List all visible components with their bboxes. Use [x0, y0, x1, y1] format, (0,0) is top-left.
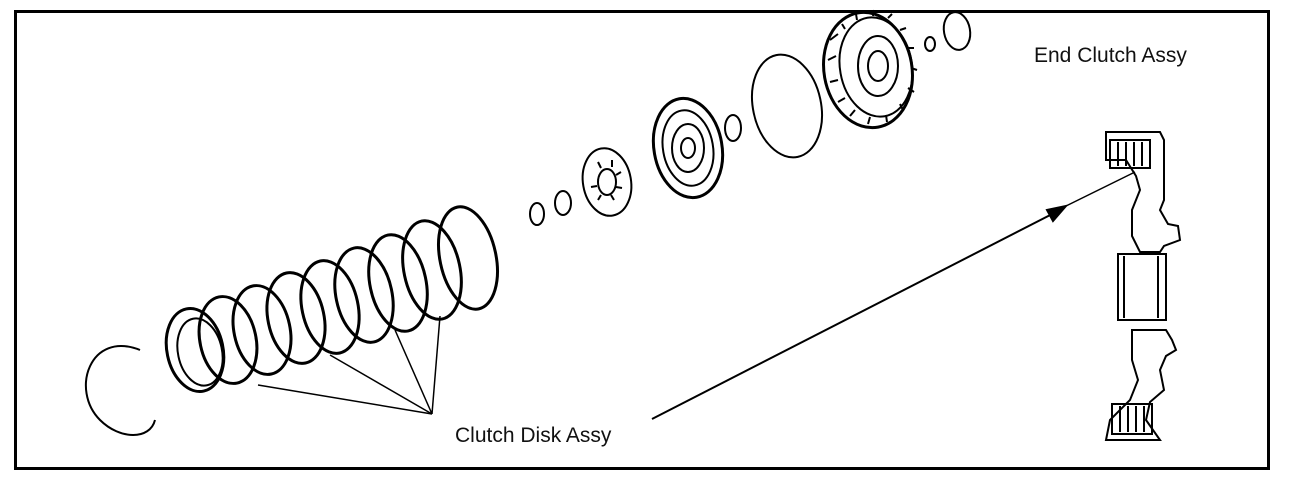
diagram-frame — [14, 10, 1270, 470]
disk-leader-lines — [257, 315, 441, 415]
end-clutch-label: End Clutch Assy — [1034, 44, 1187, 67]
clutch-plate — [176, 317, 224, 387]
clutch-plate — [231, 284, 293, 376]
small-ring — [924, 36, 936, 52]
clutch-plate — [401, 219, 463, 321]
pointer-arrow — [651, 209, 1061, 420]
arrow-head — [1045, 204, 1069, 223]
clutch-drum — [822, 9, 918, 130]
clutch-plate — [437, 205, 499, 311]
clutch-plate — [299, 259, 361, 355]
small-ring — [529, 202, 545, 226]
clutch-plate — [265, 271, 327, 365]
snap-ring-top — [942, 11, 972, 51]
clutch-disk-label: Clutch Disk Assy — [455, 424, 612, 447]
small-ring — [554, 190, 572, 216]
return-spring — [581, 147, 633, 217]
o-ring-outer — [751, 53, 823, 159]
snap-ring — [84, 345, 156, 436]
clutch-plate — [367, 233, 429, 333]
o-ring-inner — [724, 114, 742, 142]
clutch-plate — [197, 295, 259, 385]
piston — [651, 96, 725, 200]
end-clutch-cross-section — [1104, 131, 1182, 441]
clutch-disk-stack — [164, 205, 499, 393]
clutch-plate — [333, 246, 395, 344]
clutch-plate — [164, 307, 226, 393]
